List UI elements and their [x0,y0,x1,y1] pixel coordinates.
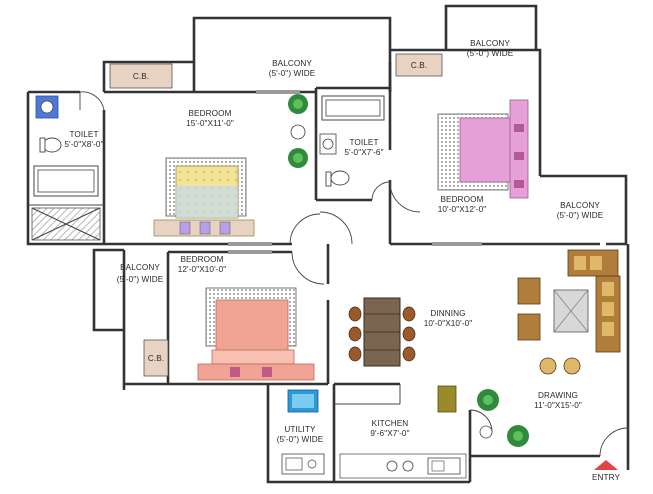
room-name: BALCONY [470,39,510,48]
room-name: DRAWING [538,391,578,400]
sink-icon [427,457,461,475]
bed-icon [197,287,315,381]
cupboard-label: C.B. [411,61,427,70]
fridge-icon [437,385,457,413]
room-size: (5'-0") WIDE [269,69,316,78]
windows [228,90,482,254]
room-size: 10'-0"X10'-0" [424,319,472,328]
entry-arrow-icon [594,460,618,470]
room-size: 9'-6"X7'-0" [370,429,409,438]
room-toilet-center: TOILET 5'-0"X7'-6" [344,138,383,157]
room-size: (5'-0") WIDE [277,435,324,444]
cupboard-label: C.B. [133,72,149,81]
room-name: KITCHEN [372,419,409,428]
room-size: 5'-0"X8'-0" [64,140,103,149]
room-name: BEDROOM [180,255,223,264]
bed-icon [153,157,255,237]
wash-basin-icon [35,95,59,119]
room-toilet-left: TOILET 5'-0"X8'-0" [64,130,103,149]
cupboard-label: C.B. [148,354,164,363]
potted-plant-icon [477,389,529,447]
sofa-icon [517,249,621,375]
room-size: 15'-0"X11'-0" [186,119,234,128]
room-name: BEDROOM [440,195,483,204]
cupboard-top-right: C.B. [395,53,443,77]
room-kitchen: KITCHEN 9'-6"X7'-0" [370,419,409,438]
room-balcony-right: BALCONY (5'-0") WIDE [557,201,604,220]
cupboard-top-left: C.B. [109,63,173,89]
room-size: 5'-0"X7'-6" [344,148,383,157]
room-balcony-top: BALCONY (5'-0") WIDE [269,59,316,78]
room-name: TOILET [69,130,98,139]
sink-icon [287,389,319,413]
room-size: (5'-0") WIDE [117,275,164,284]
bathtub-icon [321,95,385,121]
potted-plant-icon [288,94,308,168]
walls [26,4,630,484]
room-name: UTILITY [284,425,316,434]
room-name: BALCONY [120,263,160,272]
room-bedroom-right: BEDROOM 10'-0"X12'-0" [438,195,486,214]
room-drawing: DRAWING 11'-0"X15'-0" [534,391,582,410]
bathtub-icon [33,165,99,197]
stove-icon [386,460,414,472]
room-size: (5'-0") WIDE [557,211,604,220]
room-balcony-top-right: BALCONY (5'-0") WIDE [467,39,514,58]
room-size: 10'-0"X12'-0" [438,205,486,214]
cupboard-lower: C.B. [143,339,169,377]
room-name: TOILET [349,138,378,147]
room-bedroom-lower: BEDROOM 12'-0"X10'-0" [178,255,226,274]
room-name: BALCONY [560,201,600,210]
room-utility: UTILITY (5'-0") WIDE [277,425,324,444]
room-name: BEDROOM [188,109,231,118]
wc-icon [39,137,62,153]
room-size: 11'-0"X15'-0" [534,401,582,410]
room-size: (5'-0") WIDE [467,49,514,58]
bed-icon [437,99,529,199]
doors [79,91,629,457]
room-bedroom-main: BEDROOM 15'-0"X11'-0" [186,109,234,128]
room-name: DINNING [430,309,465,318]
wc-icon [325,170,350,187]
room-dinning: DINNING 10'-0"X10'-0" [424,309,472,328]
room-size: 12'-0"X10'-0" [178,265,226,274]
entry-label: ENTRY [592,473,621,482]
sink-icon [281,453,325,475]
room-balcony-left: BALCONY (5'-0") WIDE [117,263,164,284]
room-name: BALCONY [272,59,312,68]
dining-table-icon [348,297,416,367]
wash-basin-icon [319,133,337,155]
